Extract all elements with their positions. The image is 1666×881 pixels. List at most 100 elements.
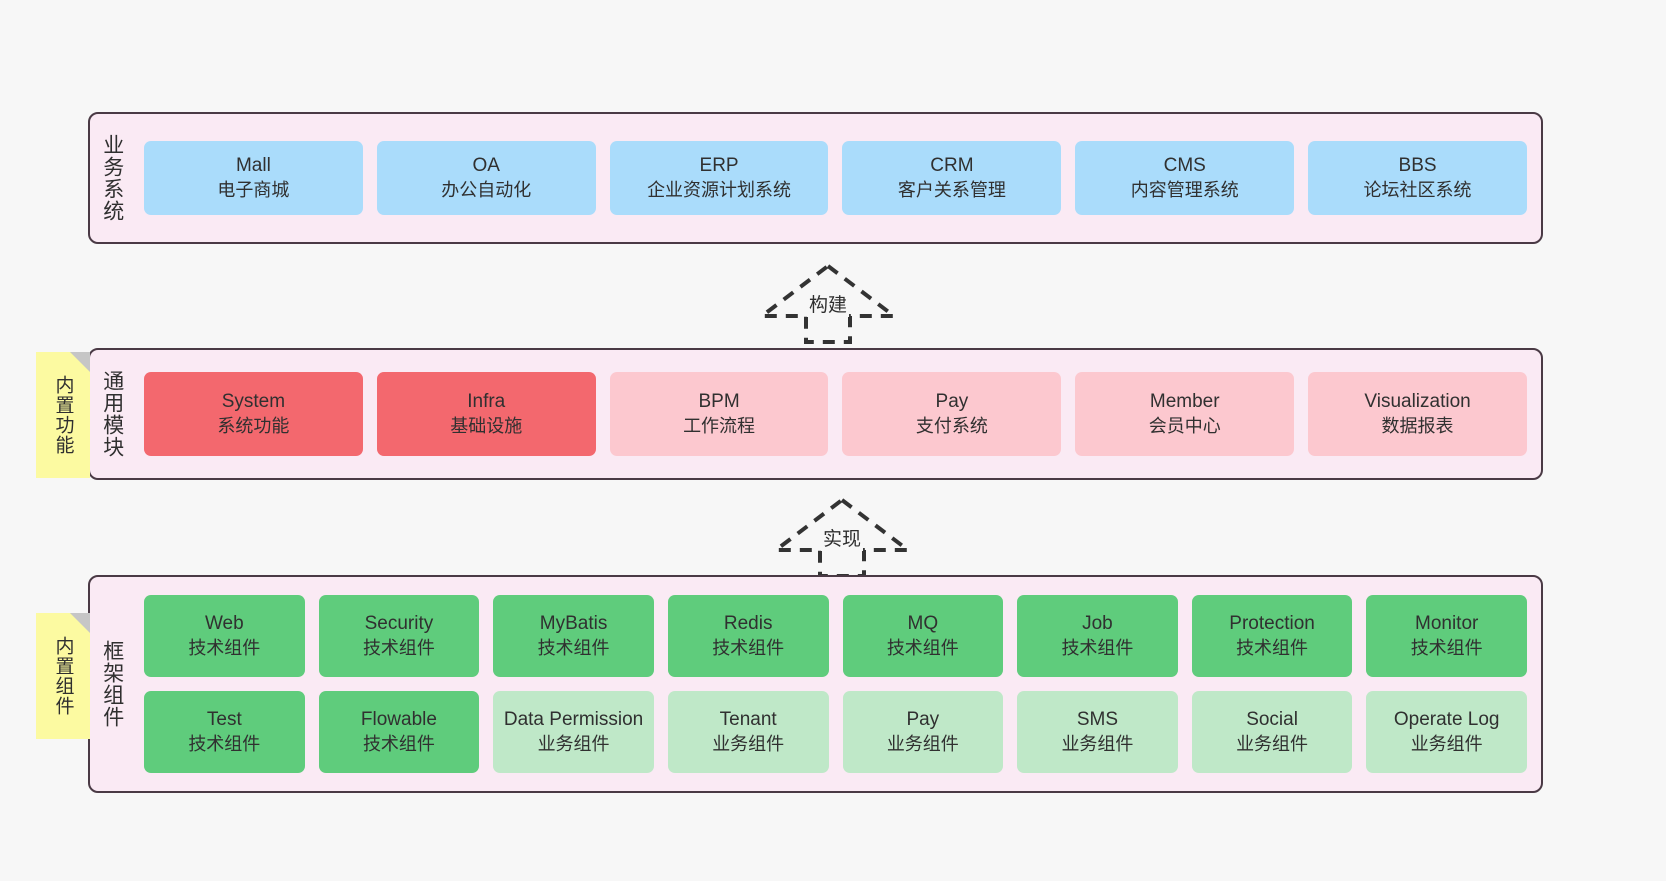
layer-title-framework: 框架组件 <box>100 640 124 728</box>
card-security[interactable]: Security 技术组件 <box>318 595 480 677</box>
framework-card-grid: Web 技术组件 Security 技术组件 MyBatis 技术组件 Redi… <box>134 577 1527 791</box>
card-test[interactable]: Test 技术组件 <box>144 691 305 773</box>
card-title-en: Tenant <box>719 709 777 731</box>
card-web[interactable]: Web 技术组件 <box>144 595 305 677</box>
card-title-en: Flowable <box>360 709 437 731</box>
card-title-cn: 电子商城 <box>217 179 290 200</box>
card-title-en: MyBatis <box>539 613 608 635</box>
card-title-cn: 客户关系管理 <box>897 179 1006 200</box>
card-title-cn: 业务组件 <box>1410 733 1483 754</box>
module-card-list: System 系统功能 Infra 基础设施 BPM 工作流程 Pay 支付系统… <box>134 350 1527 478</box>
framework-row-tech: Web 技术组件 Security 技术组件 MyBatis 技术组件 Redi… <box>144 595 1527 677</box>
card-social[interactable]: Social 业务组件 <box>1191 691 1353 773</box>
card-title-cn: 办公自动化 <box>441 179 532 200</box>
card-member[interactable]: Member 会员中心 <box>1075 372 1295 456</box>
card-protection[interactable]: Protection 技术组件 <box>1191 595 1353 677</box>
card-title-cn: 系统功能 <box>217 415 290 436</box>
card-title-cn: 业务组件 <box>886 733 959 754</box>
card-infra[interactable]: Infra 基础设施 <box>376 372 596 456</box>
card-data-permission[interactable]: Data Permission 业务组件 <box>493 691 654 773</box>
card-title-en: Infra <box>467 391 506 413</box>
card-operate-log[interactable]: Operate Log 业务组件 <box>1366 691 1527 773</box>
card-flowable[interactable]: Flowable 技术组件 <box>318 691 480 773</box>
card-visualization[interactable]: Visualization 数据报表 <box>1308 372 1527 456</box>
arrow-build: 构建 <box>756 262 900 346</box>
card-title-en: SMS <box>1076 709 1119 731</box>
card-tenant[interactable]: Tenant 业务组件 <box>667 691 829 773</box>
card-title-cn: 支付系统 <box>915 415 988 436</box>
card-title-en: Protection <box>1229 613 1315 635</box>
framework-row-biz: Test 技术组件 Flowable 技术组件 Data Permission … <box>144 691 1527 773</box>
card-title-cn: 数据报表 <box>1381 415 1454 436</box>
card-title-cn: 技术组件 <box>362 733 435 754</box>
card-title-cn: 技术组件 <box>537 637 610 658</box>
card-pay-biz[interactable]: Pay 业务组件 <box>842 691 1004 773</box>
card-title-en: CRM <box>930 155 974 177</box>
card-title-cn: 论坛社区系统 <box>1363 179 1472 200</box>
arrow-shape <box>756 263 900 344</box>
card-title-cn: 技术组件 <box>1410 637 1483 658</box>
arrow-label-implement: 实现 <box>820 524 864 551</box>
layer-title-business: 业务系统 <box>100 134 124 222</box>
card-title-en: Pay <box>935 391 969 413</box>
card-pay[interactable]: Pay 支付系统 <box>842 372 1062 456</box>
card-title-cn: 技术组件 <box>188 637 261 658</box>
card-title-en: CMS <box>1163 155 1206 177</box>
card-oa[interactable]: OA 办公自动化 <box>376 141 596 215</box>
layer-title-modules: 通用模块 <box>100 370 124 458</box>
card-title-en: Security <box>364 613 434 635</box>
card-title-en: Redis <box>723 613 773 635</box>
card-title-cn: 企业资源计划系统 <box>647 179 792 200</box>
card-title-en: ERP <box>699 155 739 177</box>
layer-common-modules: 通用模块 System 系统功能 Infra 基础设施 BPM 工作流程 Pay… <box>88 348 1543 480</box>
card-title-en: Job <box>1082 613 1113 635</box>
card-title-cn: 技术组件 <box>362 637 435 658</box>
card-title-en: Visualization <box>1364 391 1471 413</box>
card-bpm[interactable]: BPM 工作流程 <box>609 372 829 456</box>
card-job[interactable]: Job 技术组件 <box>1017 595 1178 677</box>
card-title-en: Test <box>206 709 242 731</box>
card-title-cn: 基础设施 <box>450 415 523 436</box>
card-title-cn: 技术组件 <box>1061 637 1134 658</box>
card-title-en: MQ <box>907 613 939 635</box>
sticky-note-builtin-features: 内置功能 <box>36 352 90 478</box>
card-title-en: Mall <box>235 155 271 177</box>
card-title-cn: 技术组件 <box>712 637 785 658</box>
card-redis[interactable]: Redis 技术组件 <box>667 595 829 677</box>
sticky-label: 内置功能 <box>52 375 74 455</box>
card-title-cn: 技术组件 <box>188 733 261 754</box>
card-title-en: OA <box>472 155 500 177</box>
layer-framework-components: 框架组件 Web 技术组件 Security 技术组件 MyBatis 技术组件… <box>88 575 1543 793</box>
card-title-en: System <box>221 391 286 413</box>
card-title-en: Member <box>1149 391 1220 413</box>
card-title-en: Pay <box>906 709 940 731</box>
card-cms[interactable]: CMS 内容管理系统 <box>1075 141 1295 215</box>
card-monitor[interactable]: Monitor 技术组件 <box>1366 595 1527 677</box>
card-crm[interactable]: CRM 客户关系管理 <box>842 141 1062 215</box>
card-title-cn: 业务组件 <box>1236 733 1309 754</box>
card-title-cn: 工作流程 <box>683 415 756 436</box>
card-title-en: Operate Log <box>1393 709 1500 731</box>
arrow-label-build: 构建 <box>806 290 850 317</box>
card-mybatis[interactable]: MyBatis 技术组件 <box>493 595 654 677</box>
card-title-en: BBS <box>1398 155 1437 177</box>
card-mall[interactable]: Mall 电子商城 <box>144 141 363 215</box>
card-title-en: Data Permission <box>503 709 644 731</box>
arrow-implement: 实现 <box>770 496 914 580</box>
sticky-note-builtin-components: 内置组件 <box>36 613 90 739</box>
card-bbs[interactable]: BBS 论坛社区系统 <box>1308 141 1527 215</box>
card-title-cn: 内容管理系统 <box>1130 179 1239 200</box>
card-title-cn: 技术组件 <box>1236 637 1309 658</box>
card-system[interactable]: System 系统功能 <box>144 372 363 456</box>
card-title-en: Social <box>1246 709 1298 731</box>
business-card-list: Mall 电子商城 OA 办公自动化 ERP 企业资源计划系统 CRM 客户关系… <box>134 114 1527 242</box>
card-title-en: Web <box>204 613 244 635</box>
card-title-cn: 业务组件 <box>537 733 610 754</box>
card-title-cn: 技术组件 <box>886 637 959 658</box>
sticky-label: 内置组件 <box>52 636 74 716</box>
card-mq[interactable]: MQ 技术组件 <box>842 595 1004 677</box>
card-sms[interactable]: SMS 业务组件 <box>1017 691 1178 773</box>
card-title-en: BPM <box>698 391 740 413</box>
card-title-cn: 会员中心 <box>1148 415 1221 436</box>
card-erp[interactable]: ERP 企业资源计划系统 <box>609 141 829 215</box>
